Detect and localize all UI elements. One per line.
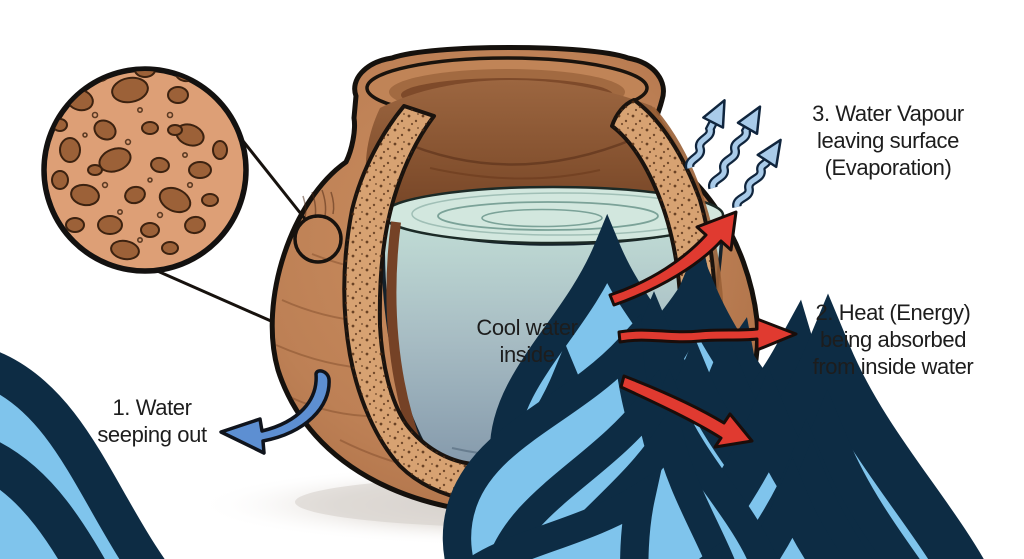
label-line: inside [499,342,555,367]
label-line: 3. Water Vapour [812,101,964,126]
pore-magnifier-circle [41,66,249,274]
label-line: 2. Heat (Energy) [815,300,971,325]
label-line: being absorbed [819,327,967,352]
label-line: leaving surface [817,128,959,153]
vapour-arrow-icon [684,99,726,170]
label-water-seeping-out: 1. Water seeping out [62,394,242,448]
heat-arrow-icon [608,210,738,307]
label-cool-water-inside: Cool water inside [447,314,607,368]
vapour-arrows [684,99,782,208]
vapour-arrow-icon [732,138,782,208]
label-line: (Evaporation) [824,155,952,180]
pot-pore-circle [293,214,343,264]
label-water-vapour: 3. Water Vapour leaving surface (Evapora… [788,100,988,181]
label-line: 1. Water [112,395,192,420]
heat-arrows [608,210,798,449]
clay-pore-specks [82,107,194,244]
label-heat-absorbed: 2. Heat (Energy) being absorbed from ins… [793,299,993,380]
label-line: Cool water [476,315,578,340]
label-line: seeping out [97,422,207,447]
heat-arrow-icon [619,374,754,449]
label-line: from inside water [812,354,974,379]
vapour-arrow-icon [708,105,762,190]
seep-arrow-icon [219,369,331,455]
heat-arrow-icon [617,317,798,352]
water-surface [381,185,725,245]
